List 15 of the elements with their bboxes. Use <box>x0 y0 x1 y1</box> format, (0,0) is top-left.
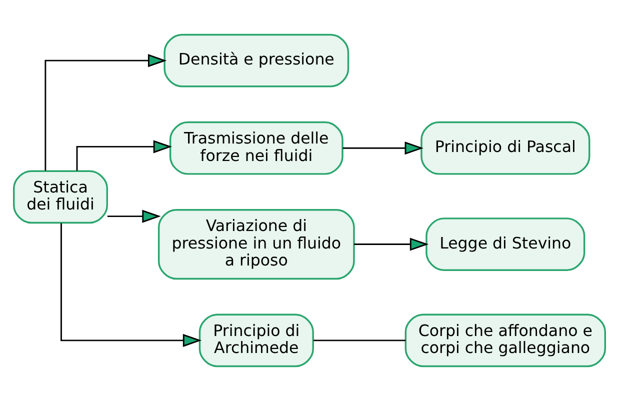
node-box: Densità e pressione <box>164 34 350 88</box>
arrow <box>76 140 172 171</box>
node-box: Statica dei fluidi <box>13 170 108 224</box>
node-box: Principio di Archimede <box>198 314 314 368</box>
arrow <box>60 223 202 347</box>
node-box: Variazione di pressione in un fluido a riposo <box>158 208 355 280</box>
node-box: Corpi che affondano e corpi che galleggiano <box>404 314 606 368</box>
arrow <box>107 210 161 223</box>
arrow <box>354 238 429 251</box>
arrow <box>44 54 167 171</box>
node-box: Principio di Pascal <box>420 121 590 175</box>
arrow <box>342 142 424 155</box>
node-box: Legge di Stevino <box>426 218 586 271</box>
connector <box>314 340 406 342</box>
node-box: Trasmissione delle forze nei fluidi <box>169 121 344 175</box>
